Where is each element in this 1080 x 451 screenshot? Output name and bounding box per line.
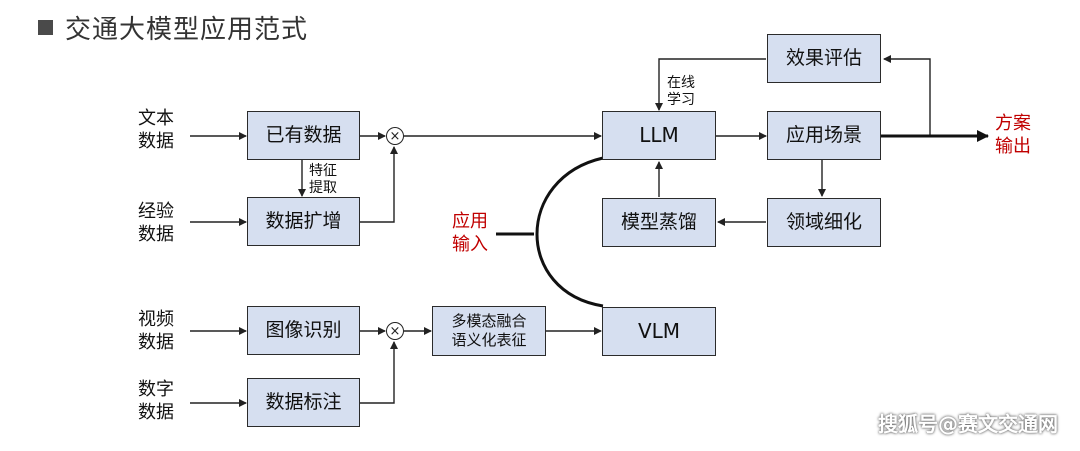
label-feature-extract: 特征 提取	[309, 163, 337, 196]
box-data-augment: 数据扩增	[247, 197, 360, 246]
bullet-square-icon	[38, 19, 53, 35]
arrow-annotation-to-mult	[360, 341, 398, 404]
label-solution-output: 方案 输出	[995, 113, 1031, 157]
arrow-feedback-to-eval	[883, 55, 931, 136]
box-image-recognition: 图像识别	[247, 306, 360, 355]
box-llm: LLM	[602, 111, 716, 160]
label-online-learning: 在线 学习	[667, 75, 695, 108]
page-title: 交通大模型应用范式	[65, 14, 309, 45]
box-data-annotation: 数据标注	[247, 378, 360, 427]
box-vlm: VLM	[602, 307, 716, 356]
box-effect-evaluation: 效果评估	[767, 34, 881, 83]
label-video-data: 视频 数据	[138, 309, 174, 353]
box-multimodal-fusion: 多模态融合 语义化表征	[432, 306, 546, 356]
box-existing-data: 已有数据	[247, 111, 360, 160]
label-text-data: 文本 数据	[138, 108, 174, 152]
multiply-node-top: ×	[386, 127, 404, 145]
box-application-scenario: 应用场景	[767, 111, 881, 160]
box-model-distill: 模型蒸馏	[602, 198, 716, 247]
page-title-row: 交通大模型应用范式	[38, 8, 308, 46]
arrow-augment-to-mult	[360, 146, 398, 223]
label-digital-data: 数字 数据	[138, 379, 174, 423]
input-bracket-arc	[535, 156, 604, 308]
label-application-input: 应用 输入	[452, 211, 488, 255]
watermark-text: 搜狐号@赛文交通网	[878, 412, 1058, 436]
label-experience-data: 经验 数据	[138, 201, 174, 245]
box-domain-refine: 领域细化	[767, 198, 881, 247]
multiply-node-bottom: ×	[386, 322, 404, 340]
arrow-online-learning	[655, 58, 766, 111]
